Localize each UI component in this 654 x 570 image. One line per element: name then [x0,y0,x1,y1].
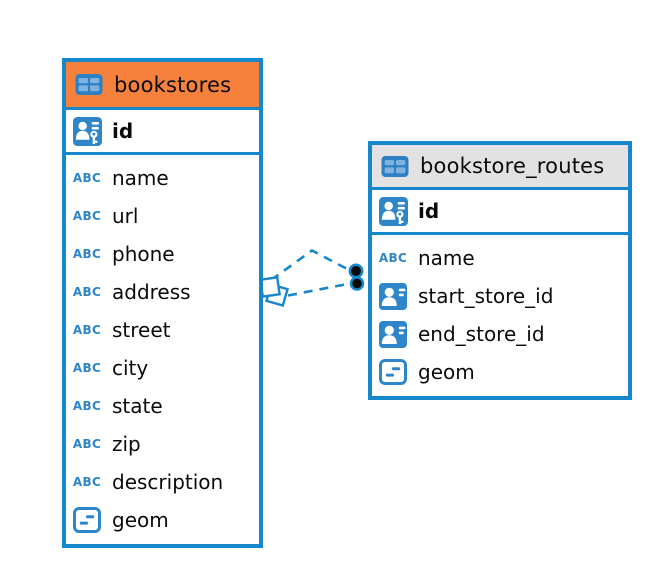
column-name: geom [112,508,169,532]
text-type-icon: ABC [72,474,102,490]
column-name: city [112,356,149,380]
table-title: bookstores [114,72,232,97]
text-type-icon: ABC [72,398,102,414]
text-type-icon: ABC [72,360,102,376]
text-type-icon: ABC [72,208,102,224]
column-row-geom[interactable]: geom [372,353,628,391]
relationship-line-2[interactable] [287,282,351,297]
table-header[interactable]: bookstore_routes [372,145,628,190]
geometry-type-icon [73,507,101,533]
column-row-url[interactable]: ABC url [66,197,259,235]
column-row-end-store-id[interactable]: end_store_id [372,315,628,353]
column-name: id [112,119,134,143]
column-name: end_store_id [418,322,545,346]
column-row-city[interactable]: ABC city [66,349,259,387]
primary-key-icon [73,117,102,146]
relationship-endpoint-dot-icon[interactable] [348,263,365,291]
column-row-phone[interactable]: ABC phone [66,235,259,273]
text-type-icon: ABC [72,322,102,338]
column-name: zip [112,432,141,456]
column-name: street [112,318,171,342]
geometry-type-icon [379,359,407,385]
column-name: name [112,166,169,190]
column-row-zip[interactable]: ABC zip [66,425,259,463]
primary-key-icon [379,197,408,226]
text-type-icon: ABC [72,436,102,452]
column-row-id[interactable]: id [66,110,259,155]
reference-type-icon [379,283,407,310]
text-type-icon: ABC [72,170,102,186]
text-type-icon: ABC [72,284,102,300]
table-bookstores[interactable]: bookstores id ABC name ABC url ABC phone… [62,58,263,548]
column-name: name [418,246,475,270]
reference-type-icon [379,321,407,348]
column-row-geom[interactable]: geom [66,501,259,539]
table-title: bookstore_routes [420,154,605,178]
column-name: geom [418,360,475,384]
column-row-name[interactable]: ABC name [66,159,259,197]
table-bookstore-routes[interactable]: bookstore_routes id ABC name start_store… [368,141,632,400]
column-row-state[interactable]: ABC state [66,387,259,425]
column-list: ABC name start_store_id end_store_id geo… [372,235,628,396]
table-header[interactable]: bookstores [66,62,259,110]
column-row-address[interactable]: ABC address [66,273,259,311]
text-type-icon: ABC [72,246,102,262]
text-type-icon: ABC [378,250,408,266]
column-name: id [418,199,440,223]
column-row-start-store-id[interactable]: start_store_id [372,277,628,315]
column-row-id[interactable]: id [372,190,628,235]
column-row-name[interactable]: ABC name [372,239,628,277]
table-icon [73,74,105,95]
column-name: description [112,470,224,494]
column-list: ABC name ABC url ABC phone ABC address A… [66,155,259,544]
table-icon [379,156,411,177]
relationship-line-1[interactable] [270,248,352,282]
column-name: url [112,204,139,228]
column-name: start_store_id [418,284,554,308]
column-name: phone [112,242,175,266]
column-row-street[interactable]: ABC street [66,311,259,349]
column-name: address [112,280,191,304]
column-name: state [112,394,163,418]
column-row-description[interactable]: ABC description [66,463,259,501]
relationship-diamond-icon[interactable] [259,276,289,307]
